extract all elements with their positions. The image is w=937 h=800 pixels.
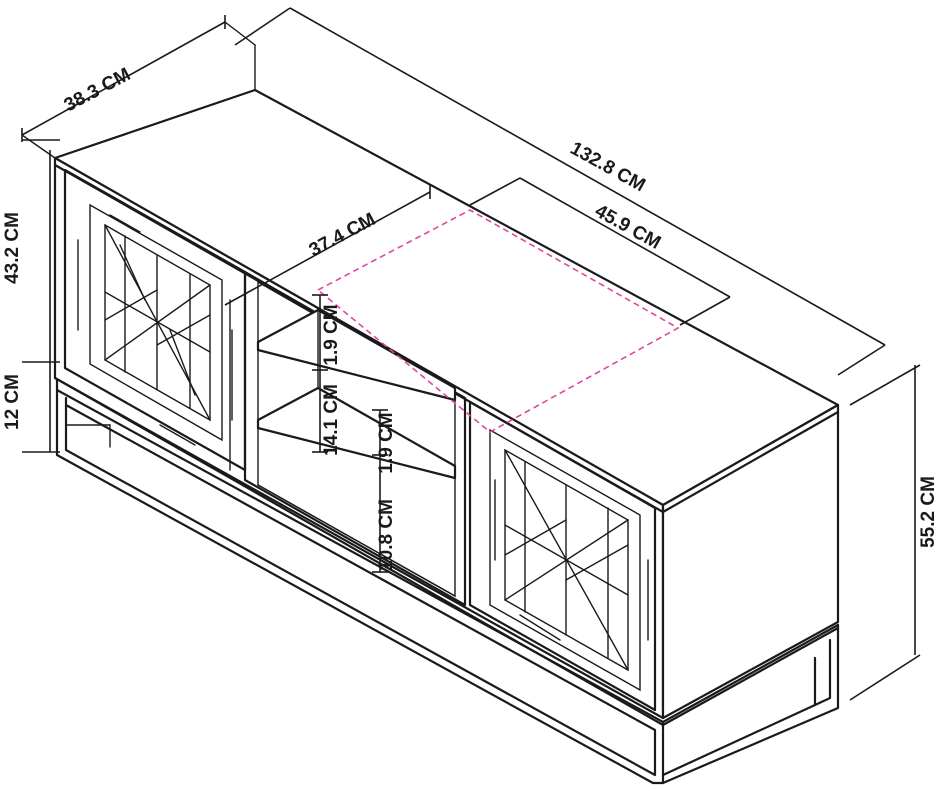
left-door [63, 168, 247, 472]
compartment-top-outline [316, 209, 680, 433]
cabinet-side [661, 403, 840, 720]
label-base-height: 12 CM [2, 374, 23, 430]
label-upper-space-height: 14.1 CM [321, 384, 342, 456]
centre-compartment [229, 270, 467, 607]
label-compartment-width: 45.9 CM [591, 201, 664, 254]
label-depth: 38.3 CM [61, 64, 134, 116]
label-lower-space-height: 10.8 CM [376, 499, 397, 571]
shelf-top [256, 308, 457, 402]
right-door [468, 400, 657, 712]
dimension-lines [21, 7, 921, 701]
label-shelf-thickness-top: 1.9 CM [321, 304, 342, 365]
cabinet-body [53, 88, 840, 727]
label-shelf-thickness-middle: 1.9 CM [376, 412, 397, 473]
label-total-height: 55.2 CM [918, 476, 937, 548]
shelf-middle [256, 386, 457, 480]
label-body-height: 43.2 CM [2, 212, 23, 284]
